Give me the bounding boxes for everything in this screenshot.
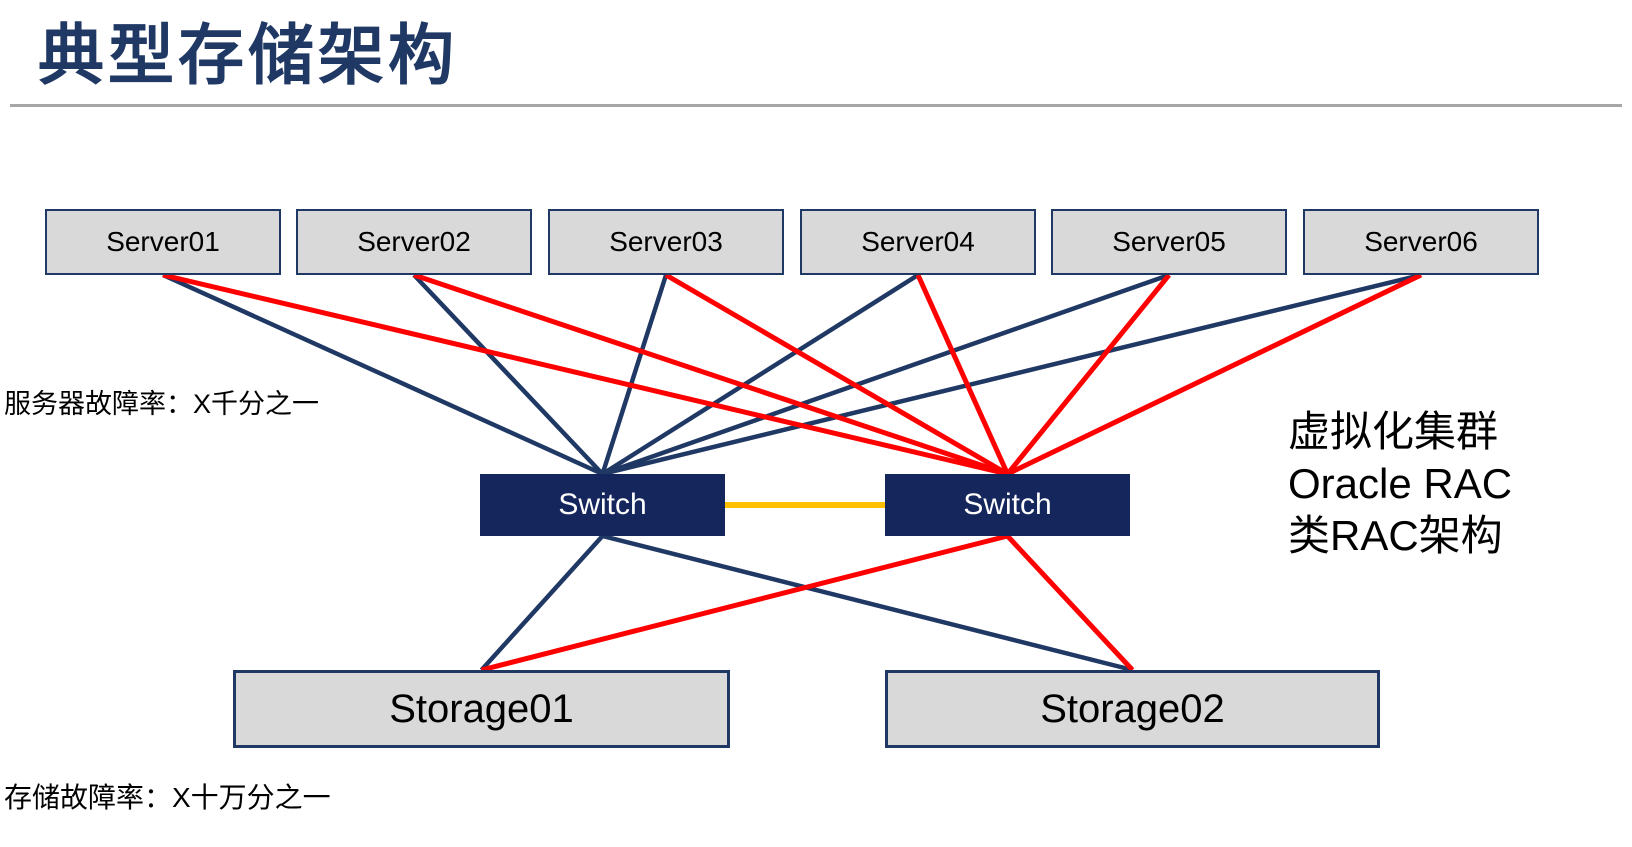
storage01-box: Storage01 (233, 670, 730, 748)
switch-right-label: Switch (963, 488, 1052, 521)
server06-label: Server06 (1364, 226, 1478, 257)
edge-server-4-to-switch-2 (915, 273, 1010, 476)
server02-box: Server02 (296, 209, 532, 275)
storage02-label: Storage02 (1040, 686, 1225, 731)
edge-server-3-to-switch-2 (664, 272, 1009, 477)
server03-box: Server03 (548, 209, 784, 275)
cluster-note-line-2: Oracle RAC (1288, 460, 1513, 507)
server02-label: Server02 (357, 226, 471, 257)
storage-failure-rate-label: 存储故障率：X十万分之一 (4, 782, 331, 813)
edge-server-5-to-switch-1 (601, 272, 1170, 477)
edge-switch-1-to-storage-1 (479, 534, 605, 672)
storage02-box: Storage02 (885, 670, 1380, 748)
switch-left-label: Switch (558, 488, 647, 521)
cluster-note-line-3: 类RAC架构 (1288, 512, 1503, 559)
edge-server-2-to-switch-2 (413, 272, 1009, 477)
server04-label: Server04 (861, 226, 975, 257)
server05-box: Server05 (1051, 209, 1287, 275)
edge-server-1-to-switch-2 (162, 272, 1009, 477)
server01-box: Server01 (45, 209, 281, 275)
edge-switch-2-to-storage-2 (1005, 534, 1135, 672)
title-divider (10, 104, 1622, 107)
storage01-label: Storage01 (389, 686, 574, 731)
edge-server-5-to-switch-2 (1005, 273, 1171, 476)
cluster-note-line-1: 虚拟化集群 (1288, 408, 1499, 455)
server-failure-rate-label: 服务器故障率：X千分之一 (4, 389, 320, 419)
server03-label: Server03 (609, 226, 723, 257)
edge-server-1-to-switch-1 (162, 272, 604, 477)
server05-label: Server05 (1112, 226, 1226, 257)
edge-switch-2-to-storage-1 (480, 533, 1009, 673)
edge-server-4-to-switch-1 (601, 273, 920, 476)
switch-left-box: Switch (480, 474, 725, 536)
edge-server-3-to-switch-1 (600, 274, 669, 475)
switch-right-box: Switch (885, 474, 1130, 536)
cluster-note: 虚拟化集群 Oracle RAC 类RAC架构 (1288, 406, 1512, 562)
edge-server-2-to-switch-1 (412, 273, 605, 476)
server01-label: Server01 (106, 226, 220, 257)
page-title: 典型存储架构 (38, 18, 458, 92)
edge-switch-1-to-storage-2 (601, 533, 1134, 673)
server06-box: Server06 (1303, 209, 1539, 275)
server04-box: Server04 (800, 209, 1036, 275)
